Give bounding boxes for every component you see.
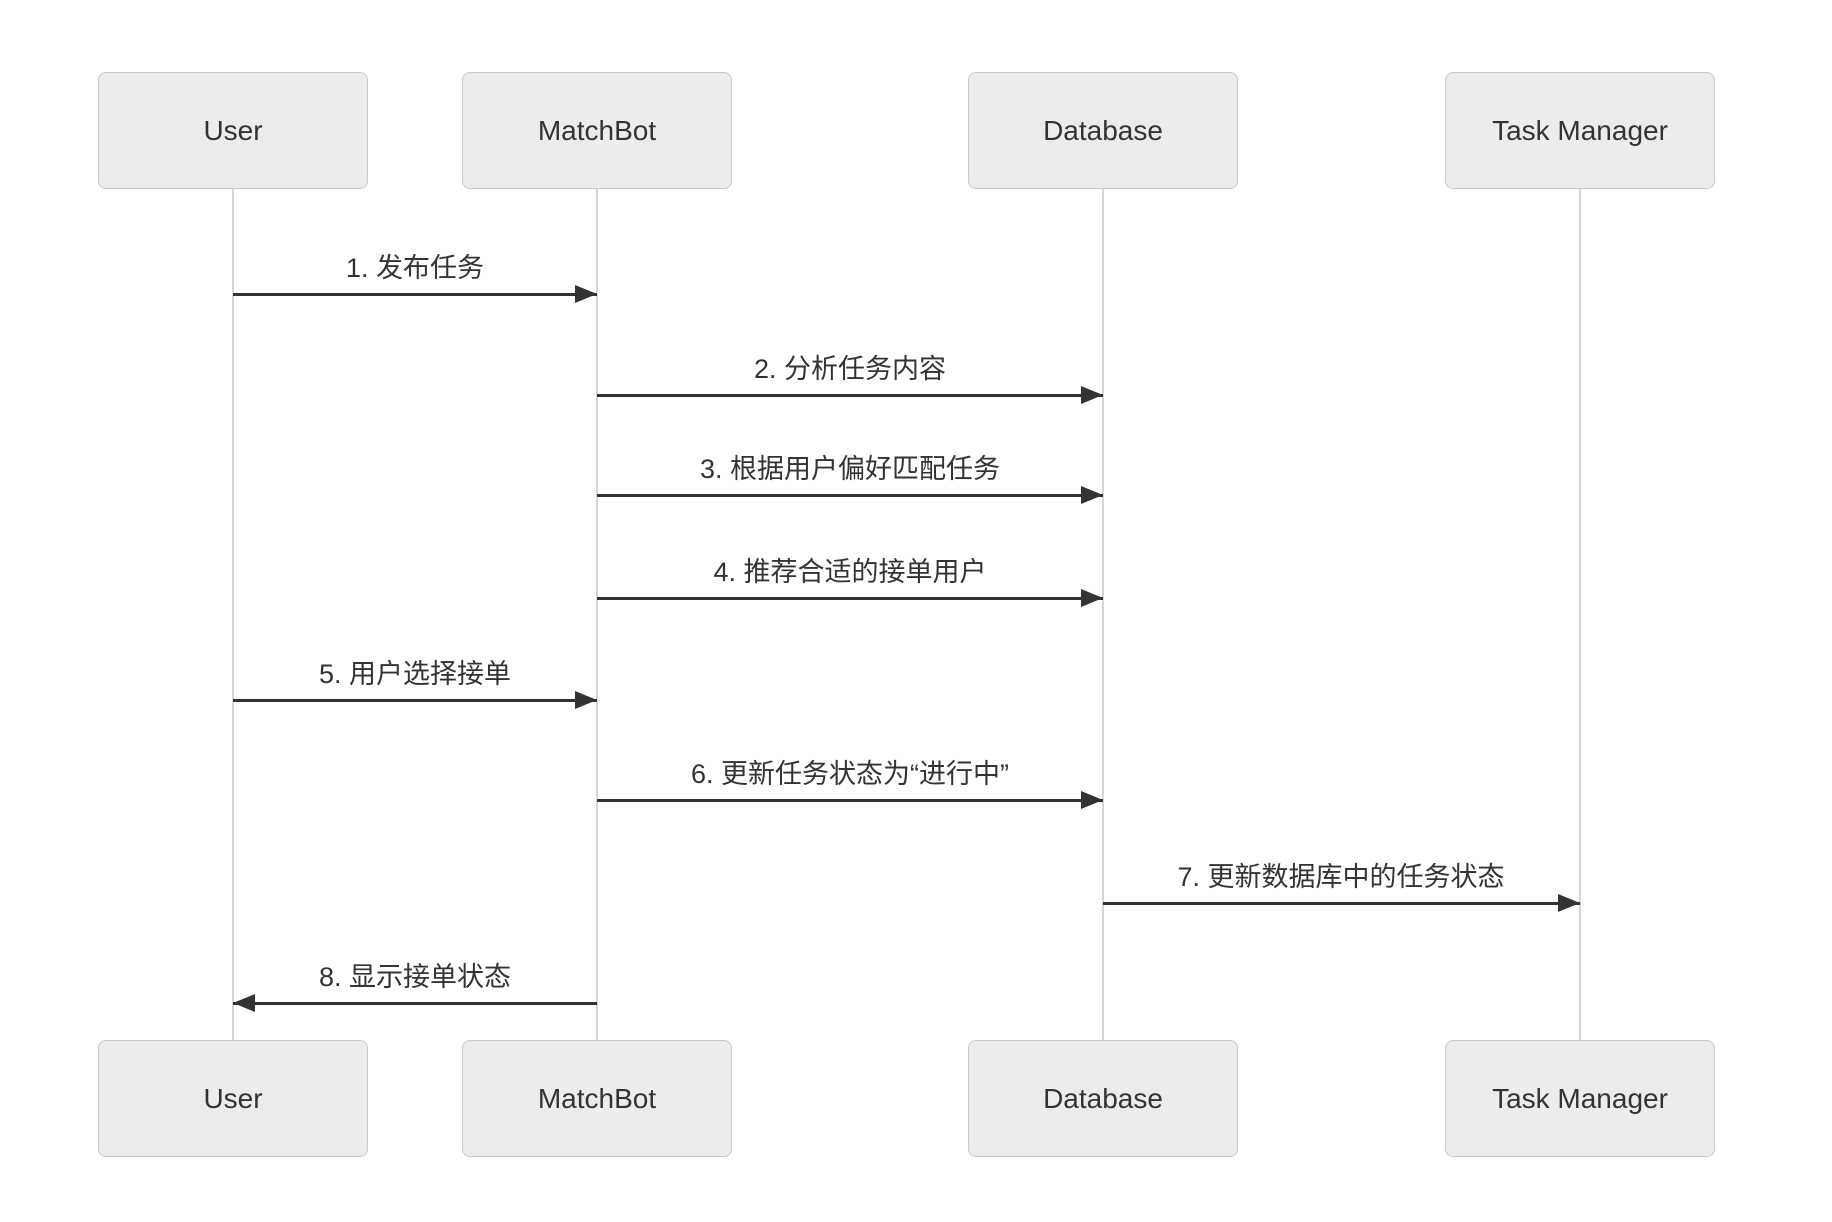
arrowhead-left-icon xyxy=(233,994,255,1012)
message-1-label: 1. 发布任务 xyxy=(345,253,485,283)
actor-label: MatchBot xyxy=(537,114,657,146)
lifeline-task-manager xyxy=(1579,189,1581,1040)
actor-database-bottom: Database xyxy=(968,1040,1238,1157)
message-7-line xyxy=(1103,902,1580,905)
actor-label: User xyxy=(203,114,263,146)
arrowhead-right-icon xyxy=(1081,386,1103,404)
message-5-line xyxy=(233,699,597,702)
actor-task-manager-bottom: Task Manager xyxy=(1445,1040,1715,1157)
actor-user-top: User xyxy=(98,72,368,189)
actor-user-bottom: User xyxy=(98,1040,368,1157)
lifeline-matchbot xyxy=(596,189,598,1040)
arrowhead-right-icon xyxy=(1081,486,1103,504)
message-4-line xyxy=(597,597,1103,600)
actor-task-manager-top: Task Manager xyxy=(1445,72,1715,189)
message-5-label: 5. 用户选择接单 xyxy=(318,659,512,689)
message-6-label: 6. 更新任务状态为“进行中” xyxy=(690,759,1010,789)
actor-label: Database xyxy=(1043,1082,1163,1114)
actor-label: User xyxy=(203,1082,263,1114)
message-3-label: 3. 根据用户偏好匹配任务 xyxy=(699,454,1001,484)
actor-matchbot-top: MatchBot xyxy=(462,72,732,189)
arrowhead-right-icon xyxy=(1081,791,1103,809)
message-7-label: 7. 更新数据库中的任务状态 xyxy=(1177,862,1505,892)
message-2-label: 2. 分析任务内容 xyxy=(753,354,947,384)
lifeline-database xyxy=(1102,189,1104,1040)
message-4-label: 4. 推荐合适的接单用户 xyxy=(713,557,987,587)
actor-label: MatchBot xyxy=(537,1082,657,1114)
message-8-line xyxy=(233,1002,597,1005)
actor-label: Database xyxy=(1043,114,1163,146)
message-6-line xyxy=(597,799,1103,802)
message-8-label: 8. 显示接单状态 xyxy=(318,962,512,992)
message-3-line xyxy=(597,494,1103,497)
arrowhead-right-icon xyxy=(575,285,597,303)
arrowhead-right-icon xyxy=(1558,894,1580,912)
lifeline-user xyxy=(232,189,234,1040)
arrowhead-right-icon xyxy=(575,691,597,709)
actor-database-top: Database xyxy=(968,72,1238,189)
arrowhead-right-icon xyxy=(1081,589,1103,607)
message-1-line xyxy=(233,293,597,296)
actor-label: Task Manager xyxy=(1492,114,1668,146)
actor-label: Task Manager xyxy=(1492,1082,1668,1114)
message-2-line xyxy=(597,394,1103,397)
actor-matchbot-bottom: MatchBot xyxy=(462,1040,732,1157)
